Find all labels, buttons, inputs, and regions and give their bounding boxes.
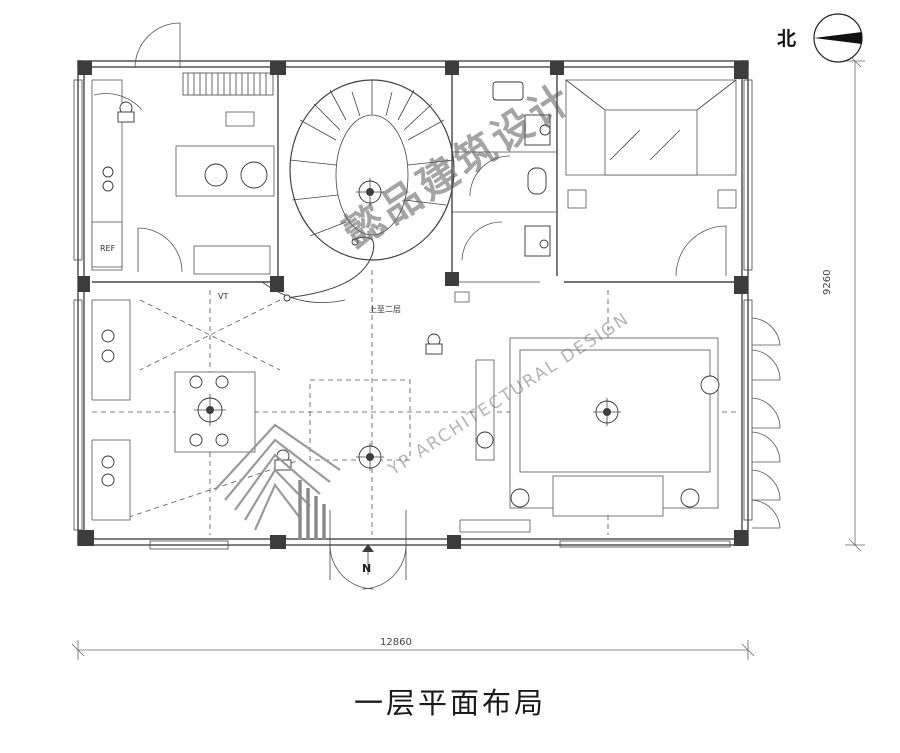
dining-table xyxy=(91,299,256,521)
person-figure-icon xyxy=(117,101,443,471)
width-dimension: 12860 xyxy=(380,637,412,648)
interior-walls xyxy=(91,75,734,283)
north-label: 北 xyxy=(777,28,797,50)
bathroom-fixtures xyxy=(492,81,551,257)
door-swings xyxy=(93,22,781,590)
depth-dimension: 9260 xyxy=(822,269,833,295)
fridge-label: REF xyxy=(100,244,116,253)
living-room-furniture xyxy=(454,291,720,533)
north-arrow-icon xyxy=(813,13,863,63)
stair-note: 上至二层 xyxy=(369,305,401,314)
bedroom-furniture xyxy=(565,79,737,209)
chandelier-icon xyxy=(194,178,621,471)
entry-mark: N xyxy=(362,562,372,575)
structural-columns xyxy=(78,61,748,549)
vt-label: VT xyxy=(218,292,229,301)
spiral-stair-icon xyxy=(261,79,455,303)
watermark-logo-icon xyxy=(214,423,341,540)
drawing-title: 一层平面布局 xyxy=(353,686,546,720)
entry-arrow-icon xyxy=(362,544,374,575)
dimension-lines xyxy=(71,54,865,660)
